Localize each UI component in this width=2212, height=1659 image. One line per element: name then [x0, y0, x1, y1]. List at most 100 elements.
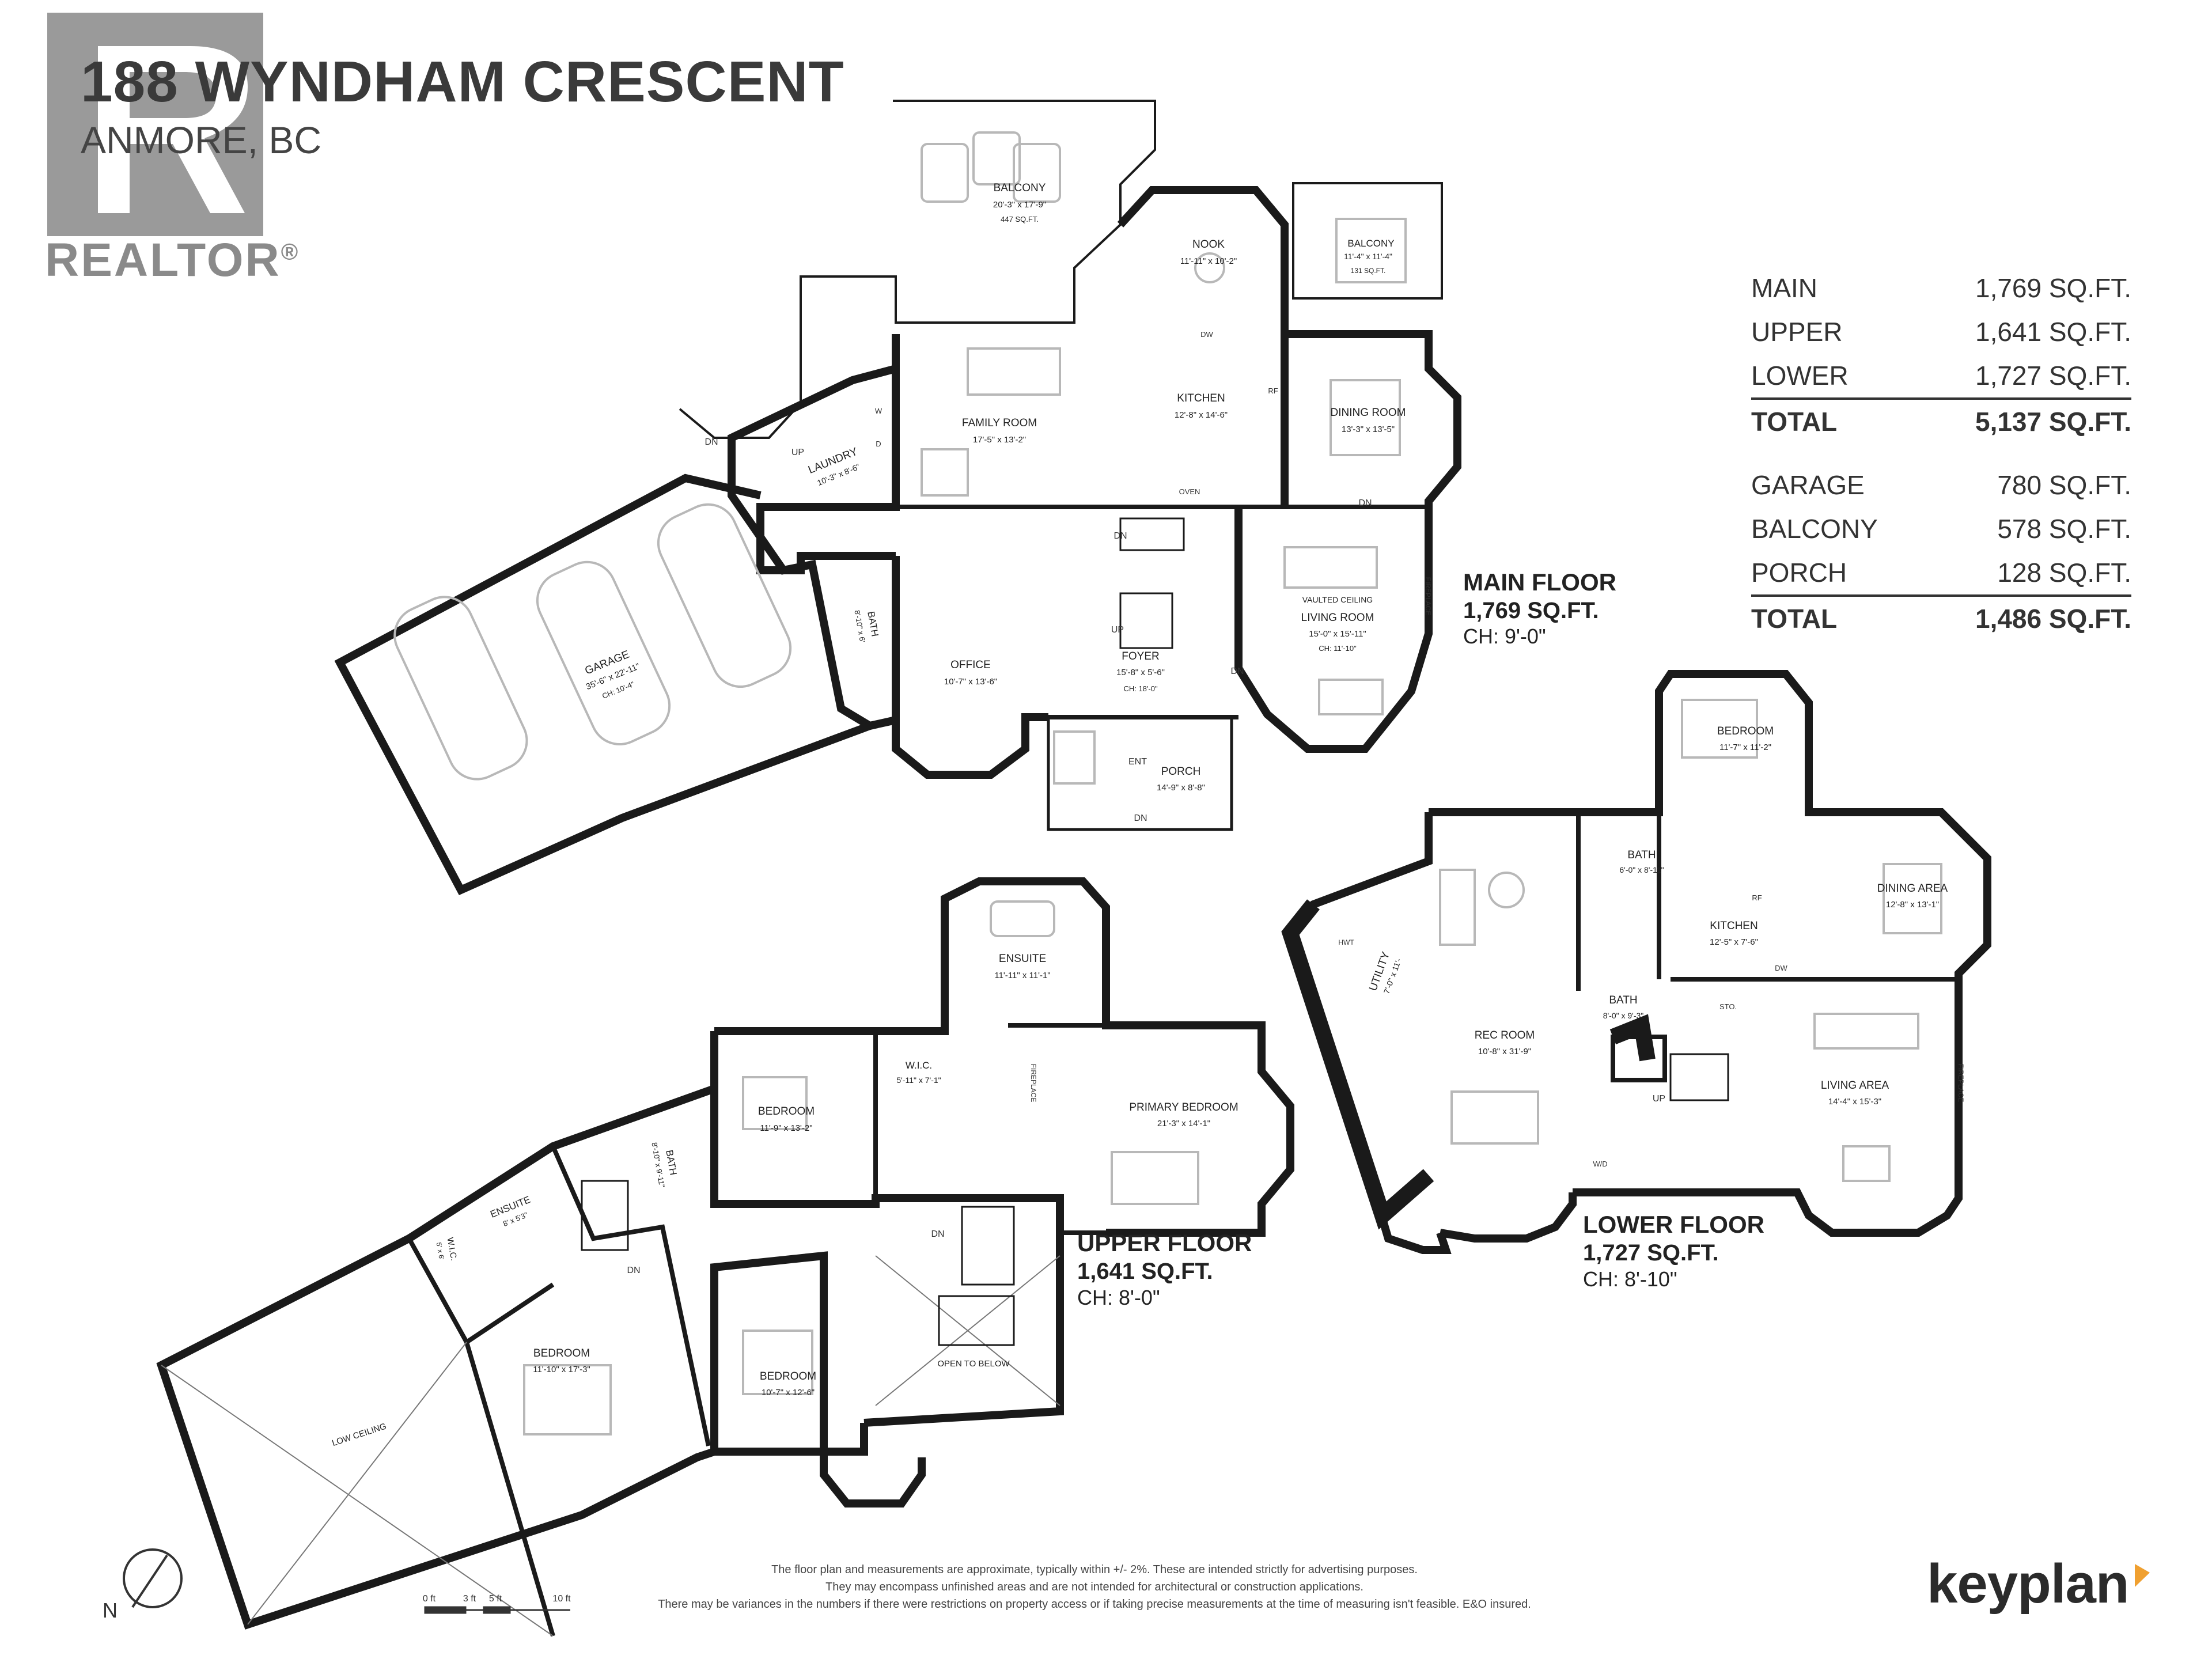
- room-label: W.I.C.5'-11" x 7'-1": [896, 1060, 941, 1085]
- svg-text:ENSUITE: ENSUITE: [999, 953, 1046, 965]
- fixture-annotations: DN DN DN DN DN DN DN UP UP UP ENT FIREPL…: [627, 330, 1965, 1275]
- svg-text:8'-10" x 6': 8'-10" x 6': [853, 609, 867, 643]
- svg-text:BEDROOM: BEDROOM: [533, 1347, 590, 1359]
- svg-text:W.I.C.: W.I.C.: [445, 1237, 459, 1262]
- scale-labels: 0 ft 3 ft 5 ft 10 ft: [423, 1594, 571, 1604]
- svg-text:LOWER FLOOR: LOWER FLOOR: [1583, 1211, 1764, 1238]
- main-floor-walls: [334, 100, 1461, 896]
- annotation: DN: [1134, 813, 1147, 823]
- furniture: [393, 131, 1942, 1435]
- annotation: FIREPLACE: [1957, 1064, 1965, 1103]
- annotation: FIREPLACE: [1029, 1064, 1037, 1103]
- svg-text:21'-3" x 14'-1": 21'-3" x 14'-1": [1157, 1119, 1210, 1128]
- svg-text:KITCHEN: KITCHEN: [1177, 392, 1225, 404]
- svg-text:10'-8" x 31'-9": 10'-8" x 31'-9": [1478, 1047, 1531, 1056]
- svg-text:11'-4" x 11'-4": 11'-4" x 11'-4": [1344, 252, 1392, 261]
- property-address-title: 188 WYNDHAM CRESCENT: [81, 50, 844, 114]
- svg-text:BEDROOM: BEDROOM: [1717, 725, 1774, 737]
- svg-text:131 SQ.FT.: 131 SQ.FT.: [1351, 267, 1386, 275]
- room-label: BATH 8'-0" x 9'-3": [1603, 994, 1644, 1020]
- svg-text:UPPER FLOOR: UPPER FLOOR: [1077, 1229, 1252, 1256]
- svg-text:8'-0" x 9'-3": 8'-0" x 9'-3": [1603, 1011, 1644, 1020]
- annotation: OVEN: [1179, 487, 1200, 496]
- lower-floor-walls: [1281, 670, 1991, 1254]
- svg-text:BEDROOM: BEDROOM: [760, 1370, 816, 1382]
- annotation: DN: [1113, 531, 1127, 541]
- upper-floor-label: UPPER FLOOR 1,641 SQ.FT. CH: 8'-0": [1077, 1229, 1252, 1309]
- svg-text:W.I.C.: W.I.C.: [906, 1060, 932, 1071]
- compass-icon: [123, 1548, 183, 1608]
- svg-text:BATH: BATH: [1609, 994, 1637, 1006]
- svg-text:3 ft: 3 ft: [463, 1594, 476, 1604]
- annotation: DN: [704, 437, 718, 447]
- disclaimer: The floor plan and measurements are appr…: [658, 1563, 1531, 1611]
- room-label: OFFICE 10'-7" x 13'-6": [944, 659, 997, 687]
- svg-text:DINING ROOM: DINING ROOM: [1331, 407, 1406, 419]
- property-city: ANMORE, BC: [81, 119, 322, 161]
- svg-text:OFFICE: OFFICE: [950, 659, 991, 671]
- floor-labels: MAIN FLOOR 1,769 SQ.FT. CH: 9'-0" UPPER …: [1077, 569, 1764, 1309]
- annotation: HWT: [1338, 938, 1354, 946]
- svg-text:11'-10" x 17'-3": 11'-10" x 17'-3": [533, 1365, 590, 1374]
- room-label: BEDROOM 11'-10" x 17'-3": [533, 1347, 590, 1374]
- scale-bar: [424, 1606, 570, 1614]
- svg-text:15'-8" x 5'-6": 15'-8" x 5'-6": [1116, 668, 1165, 677]
- svg-text:20'-3" x 17'-9": 20'-3" x 17'-9": [993, 200, 1046, 210]
- svg-text:10 ft: 10 ft: [552, 1594, 571, 1604]
- annotation: DW: [1200, 330, 1213, 339]
- svg-text:BALCONY: BALCONY: [994, 182, 1046, 194]
- svg-text:FAMILY ROOM: FAMILY ROOM: [962, 417, 1037, 429]
- svg-text:10'-7" x 13'-6": 10'-7" x 13'-6": [944, 677, 997, 687]
- room-label: DINING ROOM 13'-3" x 13'-5": [1331, 407, 1406, 434]
- svg-text:DINING AREA: DINING AREA: [1877, 882, 1948, 895]
- svg-text:BATH: BATH: [664, 1149, 679, 1176]
- realtor-wordmark: REALTOR®: [45, 234, 300, 286]
- annotation: UP: [1111, 625, 1124, 635]
- low-ceiling-label: LOW CEILING: [331, 1421, 388, 1448]
- annotation: RF: [1268, 387, 1278, 395]
- svg-text:11'-9" x 13'-2": 11'-9" x 13'-2": [760, 1123, 812, 1133]
- annotation: ENT: [1128, 757, 1147, 767]
- svg-text:PORCH: PORCH: [1161, 766, 1201, 778]
- annotation: DW: [1775, 964, 1787, 972]
- svg-text:MAIN FLOOR: MAIN FLOOR: [1463, 569, 1616, 596]
- main-floor-label: MAIN FLOOR 1,769 SQ.FT. CH: 9'-0": [1463, 569, 1616, 648]
- svg-text:10'-7" x 12'-6": 10'-7" x 12'-6": [762, 1388, 815, 1397]
- room-label: BALCONY 11'-4" x 11'-4" 131 SQ.FT.: [1344, 238, 1395, 275]
- keyplan-logo: keyplan: [1927, 1553, 2130, 1615]
- vaulted-ceiling-label: VAULTED CEILING: [1302, 595, 1373, 604]
- svg-text:NOOK: NOOK: [1192, 238, 1225, 251]
- svg-text:BALCONY: BALCONY: [1347, 238, 1394, 249]
- svg-text:12'-8" x 13'-1": 12'-8" x 13'-1": [1886, 900, 1939, 910]
- svg-text:11'-11" x 10'-2": 11'-11" x 10'-2": [1180, 256, 1237, 266]
- north-label: N: [103, 1599, 118, 1622]
- svg-text:LIVING AREA: LIVING AREA: [1821, 1080, 1889, 1092]
- svg-text:5' x 6': 5' x 6': [435, 1242, 446, 1261]
- room-label: NOOK 11'-11" x 10'-2": [1180, 238, 1237, 266]
- svg-text:13'-3" x 13'-5": 13'-3" x 13'-5": [1342, 425, 1395, 434]
- keyplan-mark-icon: [2135, 1564, 2150, 1587]
- annotation: DN: [931, 1229, 944, 1239]
